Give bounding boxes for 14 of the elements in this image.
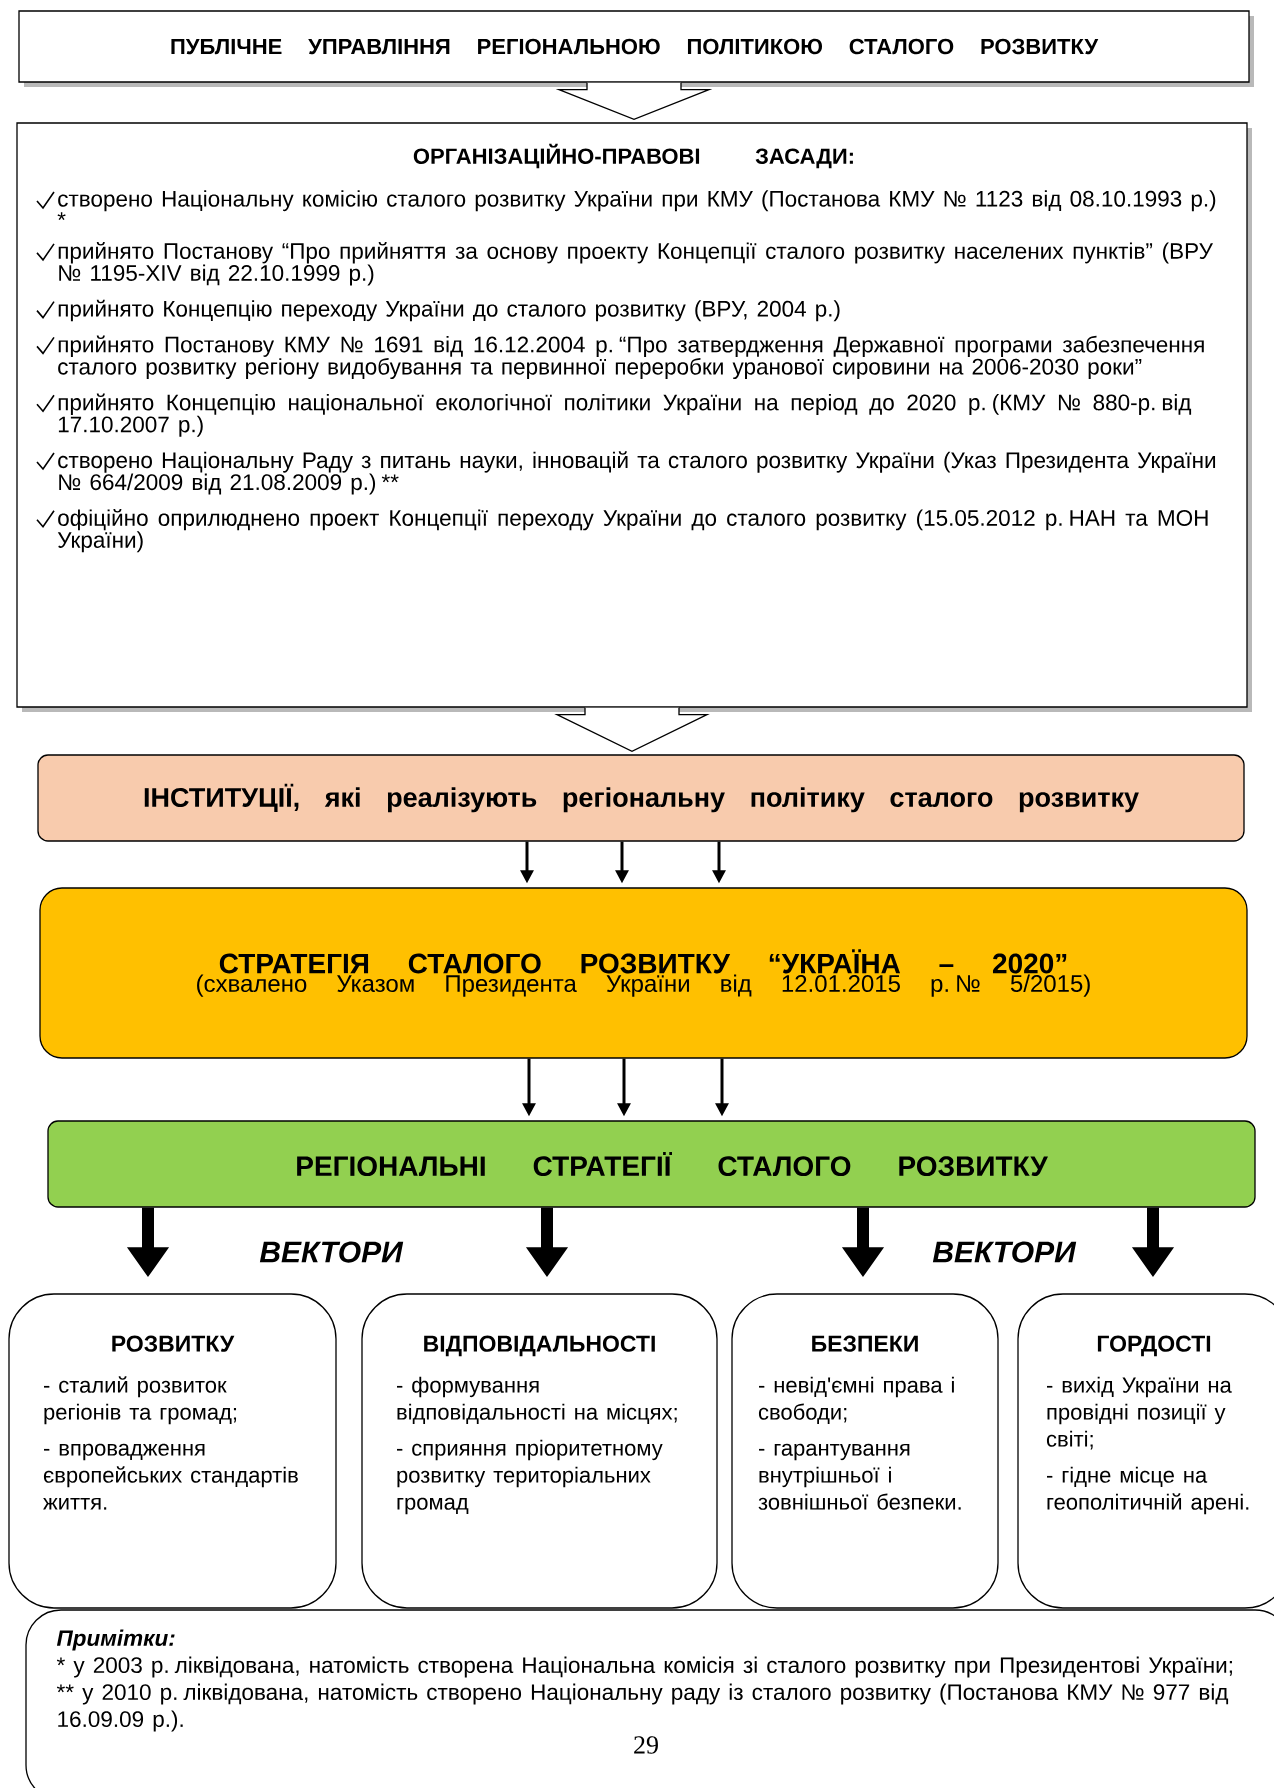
vector-card: ВІДПОВІДАЛЬНОСТІ - формування відповідальності на місцях; - сприяння пріоритетному розвитку територіальних громад: [361, 1293, 718, 1609]
page-number: 29: [634, 1736, 658, 1754]
vector-card: ГОРДОСТІ - вихід України на провідні позиції у світі; - гідне місце на геополітичній арені.: [1017, 1293, 1274, 1609]
chevron-arrow: [555, 82, 713, 121]
text-box: ОРГАНІЗАЦІЙНО-ПРАВОВІ ЗАСАДИ: створено Національну комісію сталого розвитку України при КМУ (Постанова КМУ № 1123 від 08.10.1993 р.) * прийнято Постанову “Про прийняття за основу проекту Концепції сталого розвитку населених пунктів” (ВРУ № 1195-XIV від 22.10.1999 р.) прийнято Концепцію переходу України до сталого розвитку (ВРУ, 2004 р.) прийнято Постанову КМУ № 1691 від 16.12.2004 р. “Про затвердження Державної програми забезпечення сталого розвитку регіону видобування та первинної переробки уранової сировини на 2006-2030 роки” прийнято Концепцію національної екологічної політики України на період до 2020 р. (КМУ № 880-р. від 17.10.2007 р.) створено Національну Раду з питань науки, інновацій та сталого розвитку України (Указ Президента України № 664/2009 від 21.08.2009 р.) ** офіційно оприлюднено проект Концепції переходу України до сталого розвитку (15.05.2012 р. НАН та МОН України): [16, 122, 1252, 712]
regional-box: РЕГІОНАЛЬНІ СТРАТЕГІЇ СТАЛОГО РОЗВИТКУ: [47, 1120, 1256, 1208]
vector-card: РОЗВИТКУ - сталий розвиток регіонів та громад; - впровадження європейських стандартів життя.: [8, 1293, 337, 1609]
institutions-box: ІНСТИТУЦІЇ, які реалізують регіональну політику сталого розвитку: [37, 754, 1245, 842]
vector-label: ВЕКТОРИ: [932, 1241, 1077, 1263]
title-box: ПУБЛІЧНЕ УПРАВЛІННЯ РЕГІОНАЛЬНОЮ ПОЛІТИКОЮ СТАЛОГО РОЗВИТКУ: [18, 10, 1254, 87]
strategy-box: СТРАТЕГІЯ СТАЛОГО РОЗВИТКУ “УКРАЇНА – 2020” (схвалено Указом Президента України від 12.01.2015 р. № 5/2015): [39, 887, 1248, 1059]
vector-label: ВЕКТОРИ: [259, 1241, 404, 1263]
chevron-arrow: [554, 707, 710, 753]
vector-card: БЕЗПЕКИ - невід'ємні права і свободи; - гарантування внутрішньої і зовнішньої безпеки.: [731, 1293, 999, 1609]
